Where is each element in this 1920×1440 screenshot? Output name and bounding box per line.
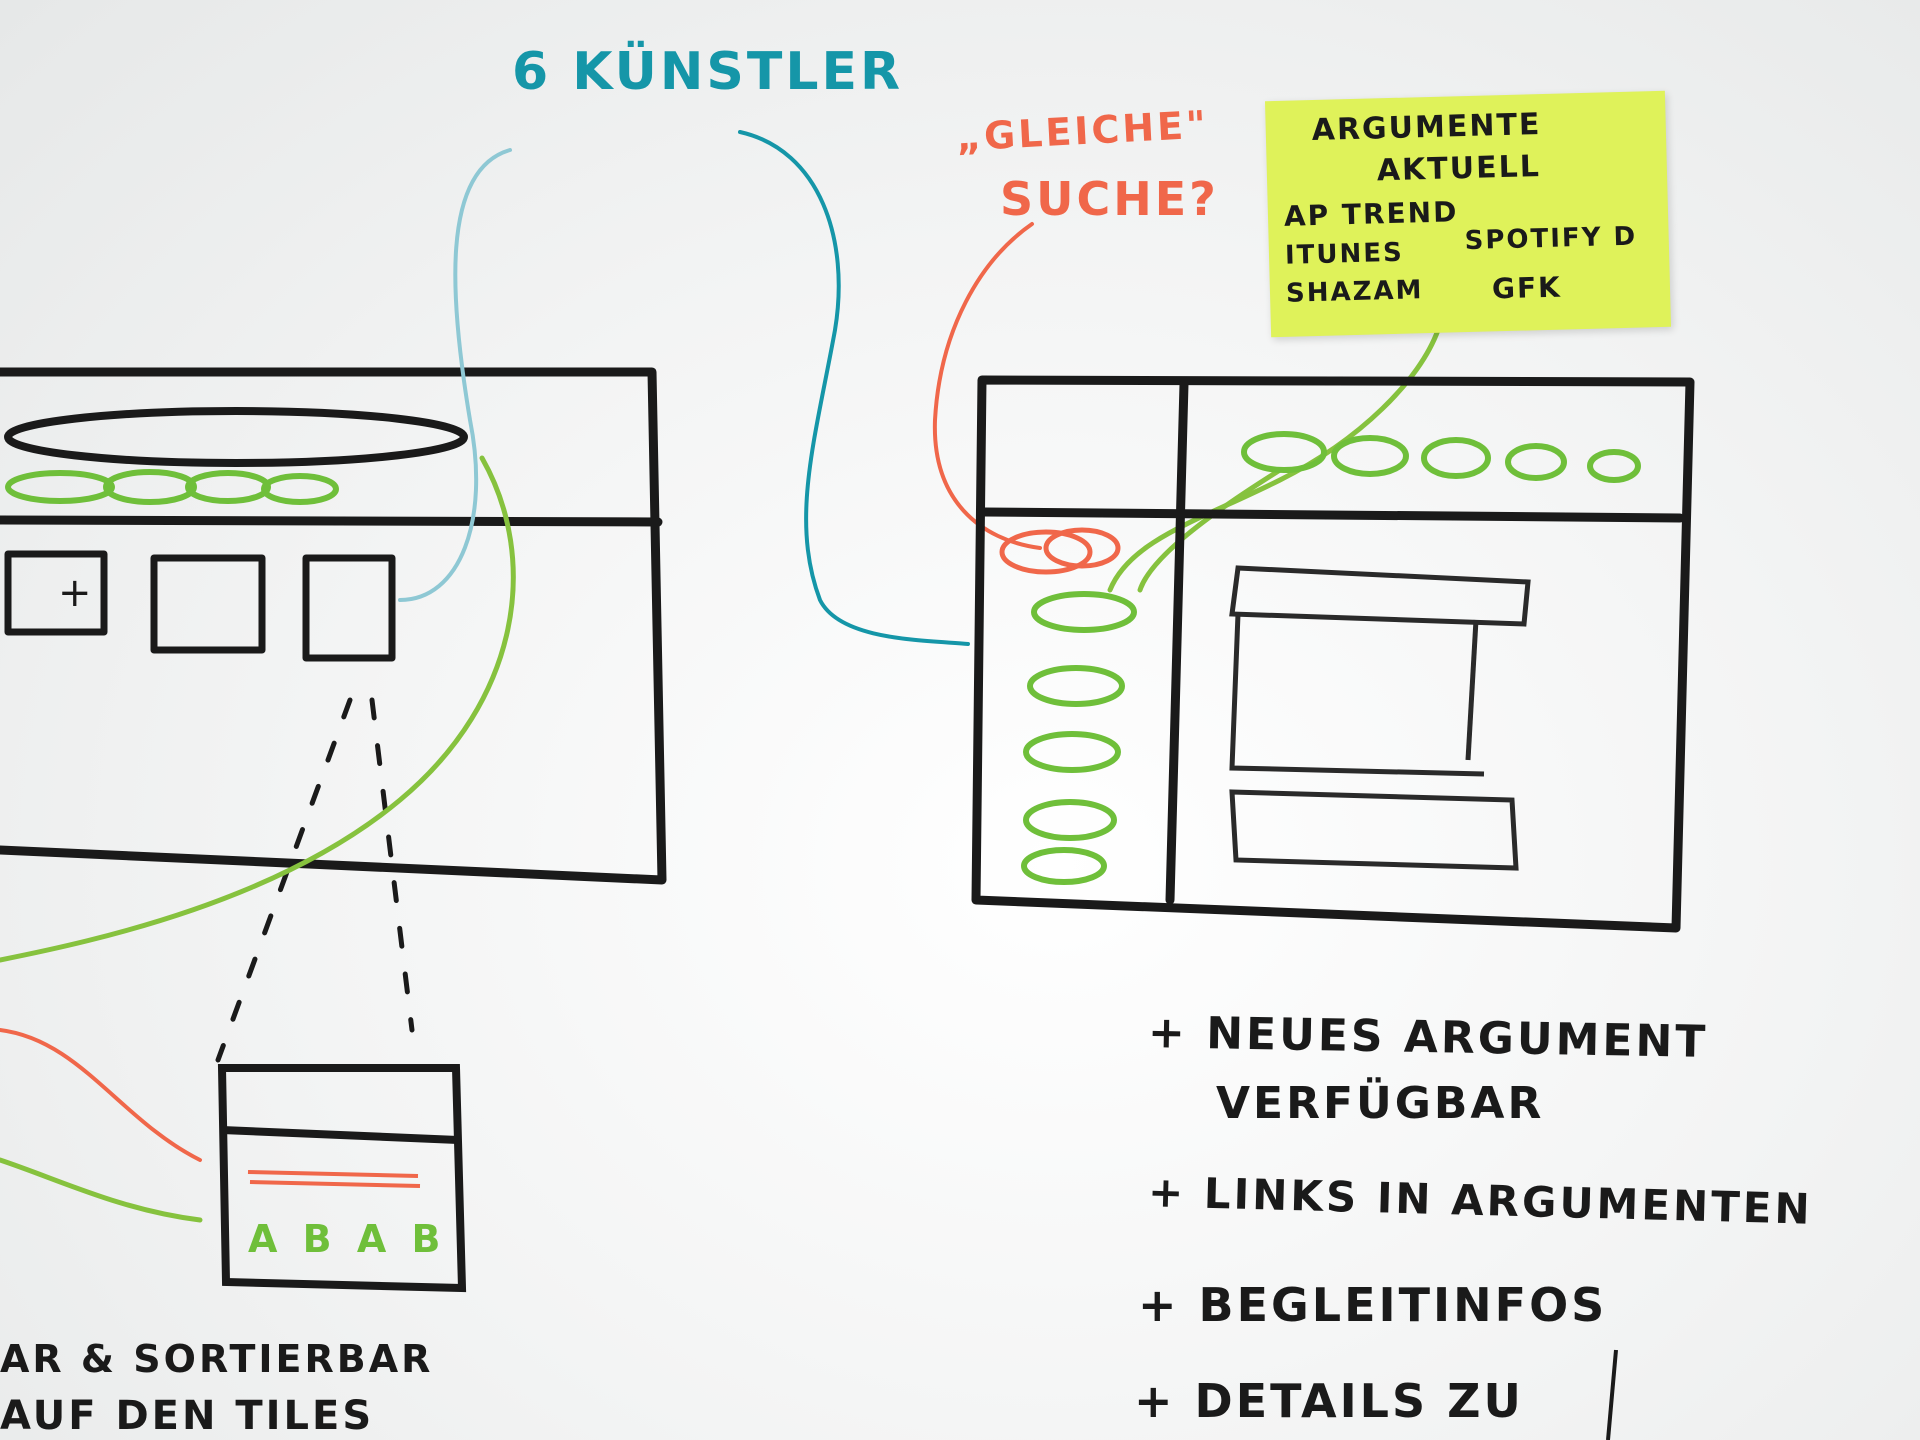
right-wireframe	[971, 375, 1695, 933]
notes-divider	[1606, 1349, 1618, 1440]
bottom-left-line1: AR & SORTIERBAR	[0, 1337, 434, 1381]
left-wireframe	[0, 367, 667, 885]
sticky-line-4b: SPOTIFY D	[1464, 221, 1638, 257]
right-content-panels	[1229, 565, 1531, 871]
note-details: + DETAILS ZU	[1134, 1374, 1524, 1428]
tile-detail-letters: A B A B	[248, 1217, 447, 1261]
tile-detail-box	[217, 1064, 467, 1293]
sticky-line-5a: SHAZAM	[1285, 275, 1424, 309]
note-available: VERFÜGBAR	[1216, 1078, 1545, 1129]
artists-annotation: 6 KÜNSTLER	[512, 42, 904, 102]
sticky-line-2: AKTUELL	[1376, 149, 1542, 189]
sticky-line-4a: ITUNES	[1284, 237, 1405, 271]
sticky-note: ARGUMENTE AKTUELL AP TREND ITUNES SPOTIF…	[1264, 90, 1672, 338]
search-annotation-line2: SUCHE?	[1000, 172, 1219, 226]
note-background-info: + BEGLEITINFOS	[1138, 1278, 1608, 1332]
right-sidebar-ovals	[1021, 591, 1137, 885]
note-new-argument: + NEUES ARGUMENT	[1147, 1007, 1709, 1068]
left-nav-ovals	[5, 469, 339, 505]
right-sidebar-search-ovals	[999, 527, 1121, 575]
tile-detail-lines	[247, 1170, 421, 1188]
sticky-line-3: AP TREND	[1283, 195, 1459, 233]
sticky-line-1: ARGUMENTE	[1311, 107, 1542, 149]
right-top-nav-ovals	[1241, 431, 1641, 483]
bottom-left-line2: AUF DEN TILES	[0, 1393, 375, 1439]
sticky-line-5b: GFK	[1491, 270, 1563, 306]
plus-icon: +	[58, 570, 92, 616]
projection-lines	[215, 697, 415, 1063]
orange-connectors	[0, 222, 1042, 1162]
teal-connectors	[398, 130, 970, 646]
